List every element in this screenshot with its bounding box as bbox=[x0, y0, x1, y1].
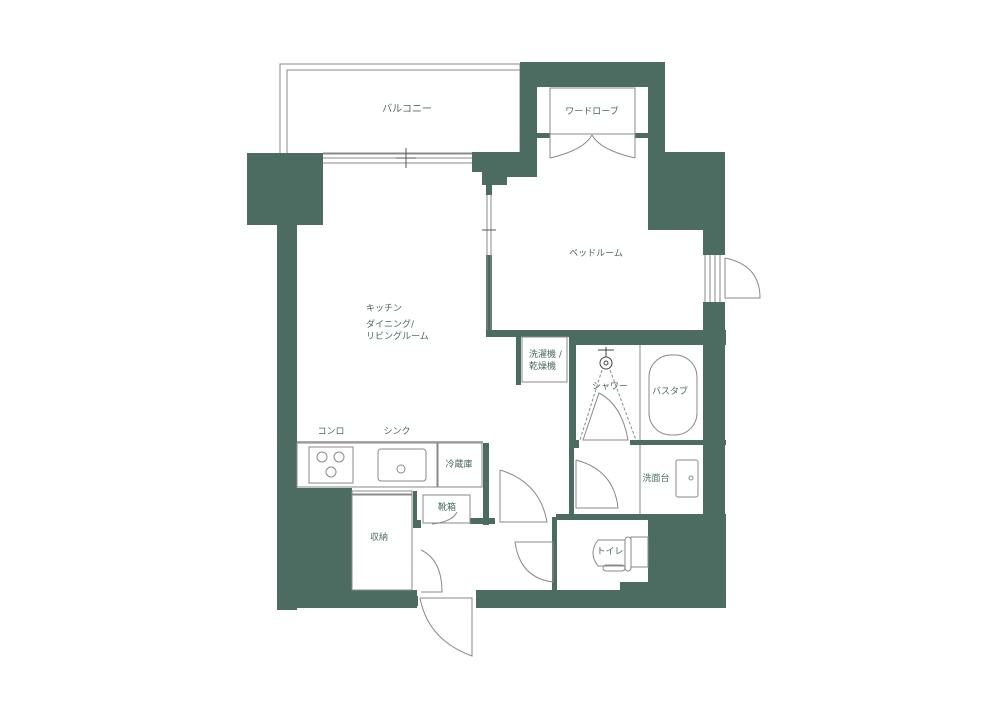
label-washer-2: 乾燥機 bbox=[529, 362, 557, 372]
label-stove: コンロ bbox=[317, 427, 345, 437]
label-fridge: 冷蔵庫 bbox=[445, 460, 473, 470]
kitchen-counter bbox=[296, 441, 483, 591]
label-bedroom: ベッドルーム bbox=[569, 249, 623, 259]
label-washbasin: 洗面台 bbox=[642, 474, 670, 484]
label-kitchen: キッチン bbox=[366, 304, 403, 314]
label-balcony: バルコニー bbox=[382, 104, 432, 115]
label-toilet: トイレ bbox=[596, 547, 624, 557]
bathroom-fixtures bbox=[419, 345, 699, 657]
label-bathtub: バスタブ bbox=[651, 387, 689, 397]
washer-dryer bbox=[521, 336, 568, 383]
balcony-window bbox=[323, 148, 496, 330]
label-wardrobe: ワードローブ bbox=[565, 107, 619, 117]
label-shower: シャワー bbox=[591, 382, 629, 392]
toilet-fixture bbox=[592, 536, 649, 572]
label-shoe-box: 靴箱 bbox=[437, 503, 457, 513]
label-storage: 収納 bbox=[369, 533, 389, 543]
label-dining-living-1: ダイニング/ bbox=[366, 320, 415, 330]
label-washer-1: 洗濯機 / bbox=[529, 350, 562, 360]
walls bbox=[247, 62, 726, 610]
label-dining-living-2: リビングルーム bbox=[366, 332, 429, 342]
label-sink: シンク bbox=[383, 427, 411, 437]
wardrobe bbox=[549, 87, 636, 159]
bedroom-door bbox=[704, 255, 761, 302]
